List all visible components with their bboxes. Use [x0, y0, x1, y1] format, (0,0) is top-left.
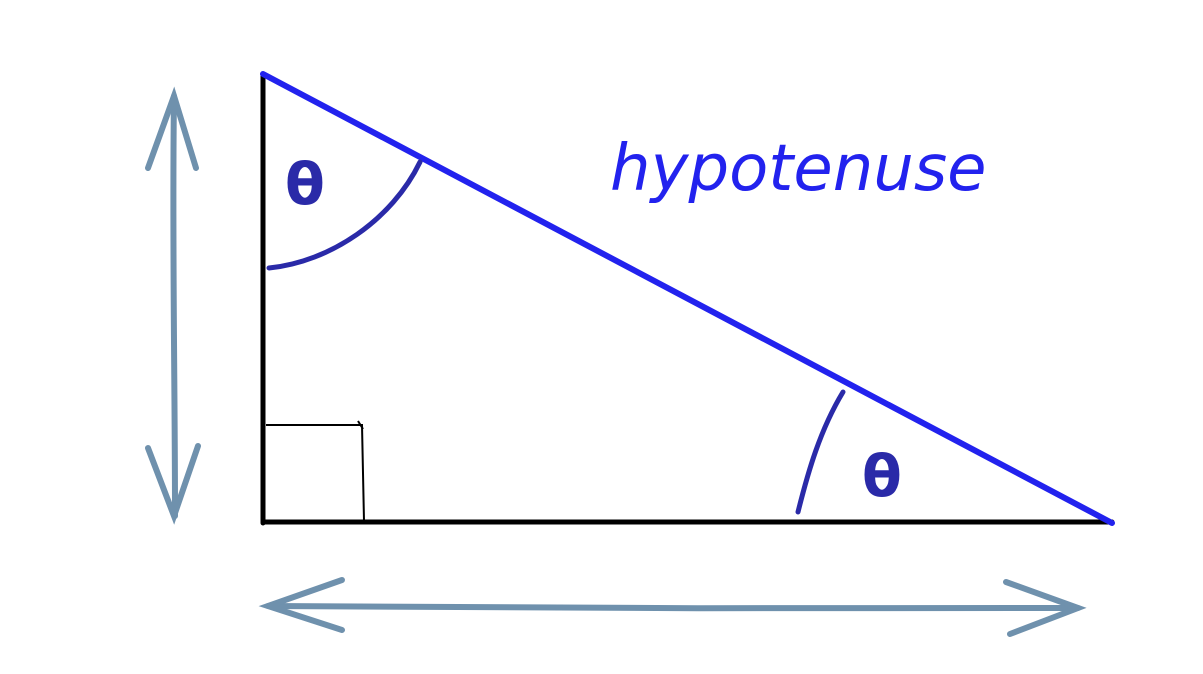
horizontal-dimension-arrow	[258, 577, 1087, 637]
angle-label-top: θ	[285, 150, 325, 218]
horizontal-arrow-shaft	[265, 603, 1081, 612]
vertical-arrow-head-top	[145, 86, 199, 171]
hypotenuse-line	[260, 71, 1115, 526]
bottom-angle-arc	[795, 389, 846, 515]
hypotenuse-label: hypotenuse	[610, 132, 987, 206]
vertical-arrow-head-bottom	[145, 443, 201, 525]
angle-label-bottom: θ	[862, 442, 902, 510]
triangle-legs	[260, 71, 1115, 526]
vertical-arrow-shaft	[170, 93, 178, 519]
horizontal-arrow-head-left	[258, 577, 345, 633]
right-angle-marker	[266, 420, 365, 522]
vertical-dimension-arrow	[145, 86, 201, 525]
horizontal-arrow-head-right	[1003, 579, 1087, 637]
top-angle-arc	[266, 159, 423, 271]
